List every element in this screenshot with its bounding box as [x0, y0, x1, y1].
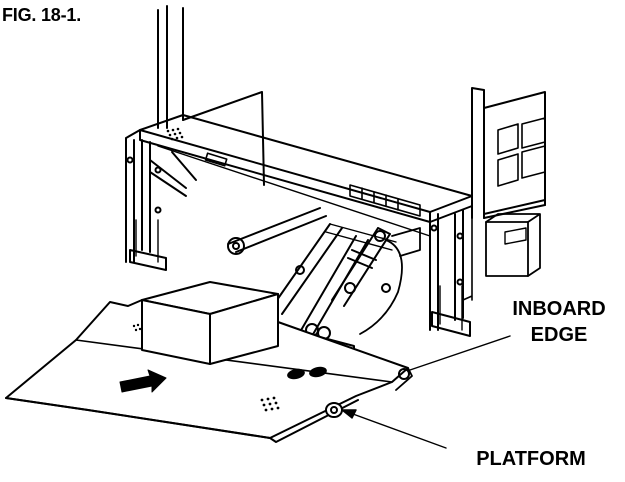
- figure-number: FIG. 18-1: [2, 5, 77, 25]
- platform-label: PLATFORM: [476, 448, 586, 470]
- footprint-decal: [287, 366, 327, 380]
- vehicle-body: [157, 5, 546, 219]
- platform-leader-arrowhead: [341, 409, 357, 419]
- warning-dots-platform: [260, 396, 280, 412]
- platform-leader: [341, 409, 447, 449]
- lift-linkage: [227, 207, 421, 337]
- pump-label-plate: [504, 227, 527, 245]
- right-stanchion: [429, 209, 541, 337]
- arrow-decal: [119, 369, 167, 393]
- box-side: [209, 293, 279, 365]
- left-arm: [227, 207, 327, 253]
- hydraulic-hose: [359, 239, 403, 335]
- inboard-edge-label-line2: EDGE: [530, 324, 588, 346]
- cargo-door-panels: [497, 117, 546, 187]
- inboard-edge-label-line1: INBOARD: [512, 298, 606, 320]
- left-body-post: [157, 5, 184, 129]
- inboard-edge-callout: INBOARD EDGE: [497, 296, 621, 348]
- cylinder: [331, 227, 391, 307]
- platform: [5, 299, 413, 443]
- linkage-crossbar: [325, 223, 397, 251]
- under-body-frame: [483, 199, 546, 219]
- platform-center-line: [75, 339, 393, 383]
- right-body-panel: [471, 87, 485, 219]
- callout-leaders: [341, 335, 511, 449]
- crossbar-underside: [157, 145, 431, 237]
- platform-inboard-edge: [395, 367, 413, 391]
- valve-block: [349, 184, 421, 217]
- cargo-box: [141, 281, 279, 365]
- right-arm: [391, 227, 421, 257]
- crossbar-top: [139, 114, 473, 213]
- rear-body-wall: [182, 91, 265, 186]
- left-arm-pivot: [227, 237, 245, 255]
- inboard-edge-leader: [409, 335, 511, 371]
- platform-roller: [325, 402, 343, 418]
- platform-callout: PLATFORM: [441, 446, 621, 472]
- inboard-roller: [398, 368, 410, 380]
- crossbar-side: [429, 195, 473, 223]
- control-box: [204, 152, 228, 167]
- warning-dots-left: [166, 127, 184, 141]
- mounting-frame: [139, 114, 473, 237]
- warning-dots-platform-rear: [132, 323, 142, 332]
- left-brace: [149, 151, 197, 197]
- left-stanchion: [125, 129, 197, 271]
- figure-title: FIG. 18-1.: [2, 5, 81, 26]
- cylinder-rod: [347, 249, 377, 269]
- pump-enclosure: [485, 221, 529, 277]
- figure-number-period: .: [76, 5, 82, 25]
